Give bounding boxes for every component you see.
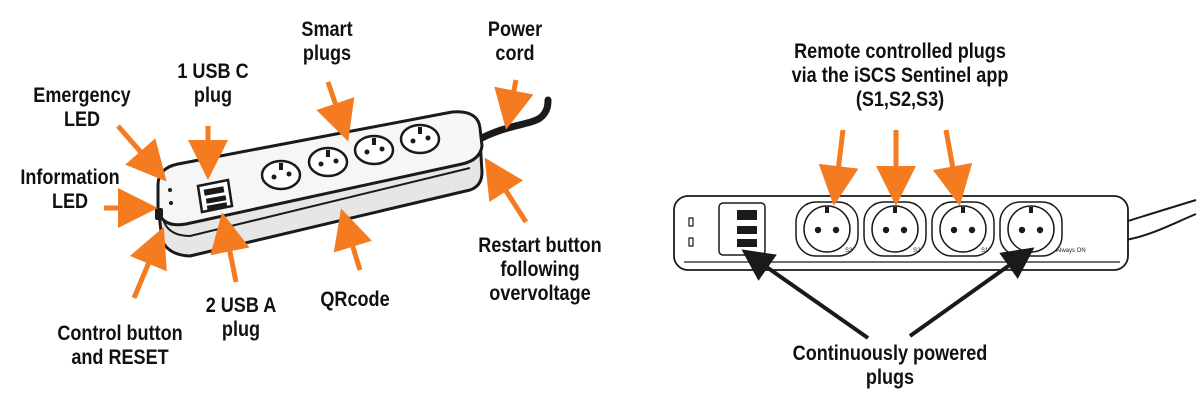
arrow-usb-continuous: [741, 249, 870, 340]
right-orange-arrows: [818, 129, 973, 206]
left-callout-arrows: [104, 79, 534, 299]
label-control-button: Control button and RESET: [57, 322, 183, 369]
usb-a-port-1: [205, 195, 227, 204]
right-black-arrows: [741, 247, 1035, 340]
label-smart-plugs: Smart plugs: [301, 18, 353, 65]
arrow-smart-plugs: [316, 81, 355, 142]
label-power-cord: Power cord: [487, 18, 543, 65]
arrow-emergency-led: [116, 124, 167, 182]
socket-label-s3: S3: [845, 248, 853, 254]
right-socket-s2: [863, 201, 927, 257]
label-qrcode: QRcode: [320, 288, 390, 311]
arrow-usb-a: [210, 212, 250, 283]
right-power-cord-top: [1124, 199, 1197, 223]
label-usb-a: 2 USB A plug: [205, 294, 277, 341]
left-power-strip: [155, 96, 552, 258]
label-remote-plugs: Remote controlled plugs via the iSCS Sen…: [791, 40, 1009, 111]
right-usb-a-port-1: [737, 226, 757, 234]
control-button: [155, 208, 163, 220]
label-information-led: Information LED: [20, 166, 120, 213]
usb-c-port: [203, 186, 225, 196]
strip-seam: [163, 167, 471, 238]
usb-a-port-2: [206, 202, 228, 211]
power-cord: [474, 96, 552, 144]
left-socket-1: [260, 159, 302, 191]
socket-label-s1: S1: [981, 248, 989, 254]
right-usb-a-port-2: [737, 239, 757, 247]
right-usb-block: [718, 202, 766, 256]
right-usb-c-port: [737, 210, 757, 220]
arrow-s1: [932, 129, 973, 206]
right-power-strip: S3 S2 S1 Always ON: [673, 195, 1197, 271]
information-led: [169, 201, 173, 205]
right-power-cord-bottom: [1124, 213, 1197, 241]
arrow-s3: [818, 129, 859, 206]
right-led-emergency: [688, 217, 694, 227]
left-socket-4: [399, 123, 441, 155]
label-emergency-led: Emergency LED: [33, 84, 131, 131]
arrow-qrcode: [333, 208, 372, 271]
socket-label-s2: S2: [913, 248, 921, 254]
right-socket-always-on: [999, 201, 1063, 257]
label-restart-button: Restart button following overvoltage: [478, 234, 602, 305]
arrow-control-button: [129, 226, 167, 299]
socket-label-always-on: Always ON: [1056, 248, 1086, 254]
usb-port-block: [196, 178, 234, 214]
right-led-information: [688, 237, 694, 247]
arrow-always-on-continuous: [908, 247, 1035, 338]
left-socket-2: [307, 146, 349, 178]
emergency-led: [168, 188, 172, 192]
arrow-power-cord: [494, 79, 534, 130]
label-continuous-plugs: Continuously powered plugs: [792, 342, 988, 389]
arrow-restart-button: [484, 157, 529, 224]
label-usb-c: 1 USB C plug: [177, 60, 249, 107]
left-socket-3: [353, 134, 395, 166]
